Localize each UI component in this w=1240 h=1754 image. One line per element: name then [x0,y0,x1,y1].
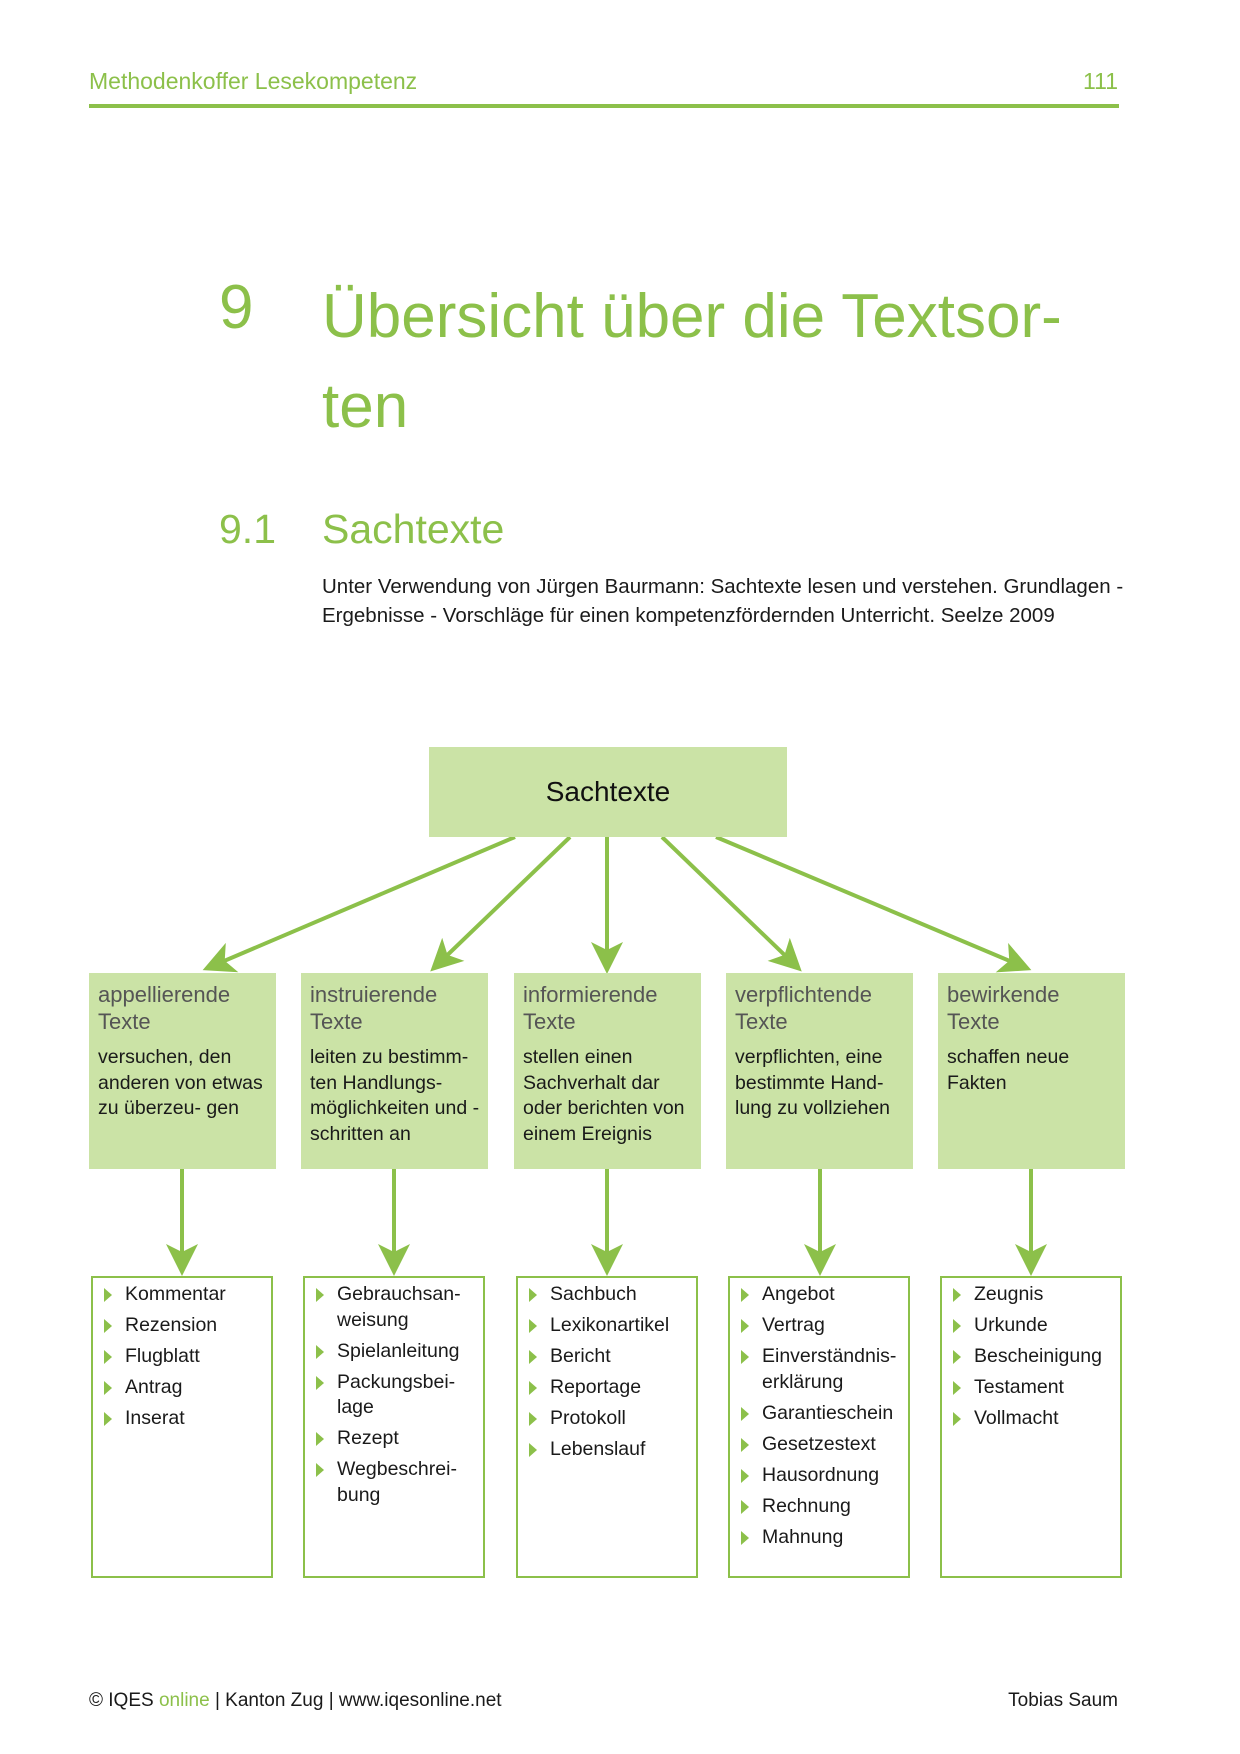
bullet-triangle-icon [741,1288,749,1302]
section-title: Sachtexte [322,506,505,552]
bullet-triangle-icon [104,1288,112,1302]
bullet-triangle-icon [953,1381,961,1395]
bullet-triangle-icon [104,1350,112,1364]
list-item: Spielanleitung [313,1339,477,1365]
arrow-root-to-cat-2 [430,835,572,972]
bullet-triangle-icon [316,1288,324,1302]
list-item: Flugblatt [101,1344,265,1370]
bullet-triangle-icon [741,1530,749,1545]
examples-list-verpflichtend: Angebot Vertrag Einverständnis- erklärun… [728,1276,910,1578]
category-title: verpflichtende Texte [735,982,872,1034]
header-rule [89,104,1119,108]
bullet-triangle-icon [316,1463,324,1477]
bullet-triangle-icon [953,1412,961,1426]
category-title: instruierende Texte [310,982,438,1034]
category-description: stellen einen Sachverhalt dar oder beric… [523,1046,685,1145]
bullet-triangle-icon [741,1468,749,1483]
bullet-triangle-icon [953,1319,961,1333]
list-item: Testament [950,1375,1114,1401]
list-item: Rezept [313,1426,477,1452]
list-item: Gesetzestext [738,1432,902,1458]
bullet-triangle-icon [316,1344,324,1359]
bullet-triangle-icon [953,1350,961,1364]
examples-list-informierend: Sachbuch Lexikonartikel Bericht Reportag… [516,1276,698,1578]
list-item: Wegbeschrei- bung [313,1457,477,1508]
list-item: Lexikonartikel [526,1313,690,1339]
category-title: appellierende Texte [98,982,231,1034]
category-title: informierende Texte [523,982,658,1034]
examples-list-bewirkend: Zeugnis Urkunde Bescheinigung Testament … [940,1276,1122,1578]
bullet-triangle-icon [316,1432,324,1446]
list-item: Rezension [101,1313,265,1339]
chapter-number: 9 [219,273,254,342]
category-box-verpflichtend: verpflichtende Texte verpflichten, eine … [726,973,913,1169]
list-item: Inserat [101,1406,265,1432]
list-item: Urkunde [950,1313,1114,1339]
intro-paragraph: Unter Verwendung von Jürgen Baurmann: Sa… [322,575,1124,627]
bullet-triangle-icon [741,1437,749,1452]
bullet-triangle-icon [529,1350,537,1364]
arrow-root-to-cat-1 [202,835,516,973]
footer-site: | Kanton Zug | www.iqesonline.net [209,1690,502,1711]
list-item: Bericht [526,1344,690,1370]
bullet-triangle-icon [741,1319,749,1333]
arrow-root-to-cat-4 [660,835,802,972]
category-description: verpflichten, eine bestimmte Hand- lung … [735,1046,891,1119]
root-node-sachtexte: Sachtexte [429,747,787,837]
category-title: bewirkende Texte [947,982,1060,1034]
list-item: Packungsbei- lage [313,1370,477,1421]
category-box-bewirkend: bewirkende Texte schaffen neue Fakten [938,973,1125,1169]
bullet-triangle-icon [529,1381,537,1395]
list-item: Reportage [526,1375,690,1401]
bullet-triangle-icon [741,1350,749,1364]
bullet-triangle-icon [741,1499,749,1514]
category-box-instruierend: instruierende Texte leiten zu bestimm- t… [301,973,488,1169]
bullet-triangle-icon [529,1443,537,1457]
bullet-triangle-icon [741,1406,749,1421]
list-item: Antrag [101,1375,265,1401]
list-item: Einverständnis- erklärung [738,1344,902,1395]
category-box-appellierend: appellierende Texte versuchen, den ander… [89,973,276,1169]
bullet-triangle-icon [529,1288,537,1302]
bullet-triangle-icon [529,1412,537,1426]
list-item: Garantieschein [738,1401,902,1427]
list-item: Protokoll [526,1406,690,1432]
page-number: 111 [1083,68,1118,94]
list-item: Vollmacht [950,1406,1114,1432]
bullet-triangle-icon [104,1381,112,1395]
list-item: Zeugnis [950,1282,1114,1308]
bullet-triangle-icon [104,1412,112,1426]
category-description: versuchen, den anderen von etwas zu über… [98,1046,263,1119]
list-item: Bescheinigung [950,1344,1114,1370]
chapter-title: Übersicht über die Textsor- ten [322,282,1062,441]
list-item: Angebot [738,1282,902,1308]
bullet-triangle-icon [529,1319,537,1333]
list-item: Vertrag [738,1313,902,1339]
footer-brand: online [158,1690,210,1711]
footer-copyright: © IQES online | Kanton Zug | www.iqesonl… [89,1690,502,1711]
examples-list-instruierend: Gebrauchsan- weisung Spielanleitung Pack… [303,1276,485,1578]
category-description: leiten zu bestimm- ten Handlungs- möglic… [310,1046,480,1145]
running-header-title: Methodenkoffer Lesekompetenz [89,68,418,94]
category-box-informierend: informierende Texte stellen einen Sachve… [514,973,701,1169]
category-description: schaffen neue Fakten [947,1046,1070,1094]
list-item: Sachbuch [526,1282,690,1308]
examples-list-appellierend: Kommentar Rezension Flugblatt Antrag Ins… [91,1276,273,1578]
list-item: Rechnung [738,1494,902,1520]
list-item: Kommentar [101,1282,265,1308]
bullet-triangle-icon [316,1375,324,1390]
bullet-triangle-icon [953,1288,961,1302]
footer-author: Tobias Saum [1008,1690,1118,1711]
list-item: Lebenslauf [526,1437,690,1463]
section-number: 9.1 [219,506,276,552]
arrow-root-to-cat-5 [715,835,1032,973]
bullet-triangle-icon [104,1319,112,1333]
list-item: Hausordnung [738,1463,902,1489]
list-item: Gebrauchsan- weisung [313,1282,477,1333]
list-item: Mahnung [738,1525,902,1551]
